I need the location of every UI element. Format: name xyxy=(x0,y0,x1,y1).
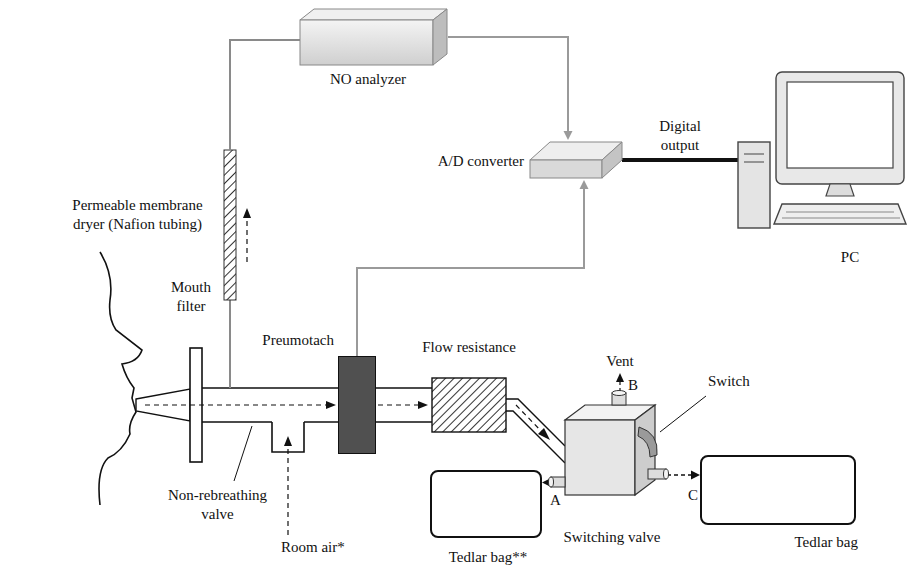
computer-icon xyxy=(738,72,908,232)
part-label: Mouth filter xyxy=(160,278,222,316)
part-label: Non-rebreathing valve xyxy=(160,486,275,524)
room-air-arrow xyxy=(287,445,288,535)
sample-arrow xyxy=(246,217,247,262)
text-holder: PC xyxy=(841,248,859,267)
text-holder: Flow resistance xyxy=(422,338,516,357)
sample-line xyxy=(229,300,231,388)
node-title: NO analyzer xyxy=(330,70,406,89)
sample-line xyxy=(230,40,300,150)
valve-cube xyxy=(560,395,660,495)
bag-node: Tedlar bag xyxy=(700,455,856,525)
text-holder: Switching valve xyxy=(563,528,660,547)
text-holder: A xyxy=(550,491,561,510)
text-holder: Tedlar bag xyxy=(794,533,858,552)
arrow-head xyxy=(564,131,573,140)
node-title: Tedlar bag xyxy=(794,533,858,552)
text-holder: B xyxy=(628,376,638,395)
analyzer-node: NO analyzer xyxy=(300,8,448,66)
converter-box xyxy=(530,140,622,180)
text-holder: Permeable membrane dryer (Nafion tubing) xyxy=(55,196,220,234)
text-holder: C xyxy=(688,486,698,505)
node-title: Switching valve xyxy=(563,528,660,547)
text-holder: NO analyzer xyxy=(330,70,406,89)
port-label: A xyxy=(550,491,561,510)
connector-line xyxy=(357,186,584,356)
text-holder: Vent xyxy=(606,352,634,371)
flow-arrow-head xyxy=(418,401,428,409)
computer-node: PC xyxy=(738,72,908,232)
port-label: C xyxy=(688,486,698,505)
flow-resistance xyxy=(432,378,506,432)
node-title: PC xyxy=(841,248,859,267)
text-holder: Switch xyxy=(708,372,750,391)
part-label: Room air* xyxy=(281,538,345,557)
node-title: A/D converter xyxy=(438,152,524,171)
port-label: B xyxy=(628,376,638,395)
nafion-dryer xyxy=(224,150,236,300)
connector-line xyxy=(622,158,738,162)
node-title: Preumotach xyxy=(262,331,334,350)
arrow-head xyxy=(691,471,700,480)
part-label: Switch xyxy=(708,372,750,391)
node-title: Tedlar bag** xyxy=(449,548,528,567)
analyzer-box xyxy=(300,8,448,66)
leader-line xyxy=(660,396,706,432)
converter-node: A/D converter xyxy=(530,140,622,180)
text-holder: Room air* xyxy=(281,538,345,557)
leader-line xyxy=(234,426,252,481)
text-holder: Preumotach xyxy=(262,331,334,350)
text-holder: Tedlar bag** xyxy=(449,548,528,567)
vent-arrow-head xyxy=(616,373,624,382)
text-holder: Mouth filter xyxy=(160,278,222,316)
port-label: Vent xyxy=(606,352,634,371)
face-profile xyxy=(99,252,142,505)
arrow-head xyxy=(580,180,589,189)
outlet-tube xyxy=(506,399,565,463)
part-label: Permeable membrane dryer (Nafion tubing) xyxy=(55,196,220,234)
pneumotach-node: Preumotach xyxy=(338,356,376,454)
flow-arrow-head xyxy=(326,401,336,409)
text-holder: A/D converter xyxy=(438,152,524,171)
part-label: Flow resistance xyxy=(422,338,516,357)
text-holder: Non-rebreathing valve xyxy=(160,486,275,524)
valve-branch xyxy=(272,422,304,452)
sample-arrow-head xyxy=(243,208,251,218)
edge-label: Digital output xyxy=(649,117,711,155)
flow-arrow-head xyxy=(538,428,550,440)
text-holder: Digital output xyxy=(649,117,711,155)
bag-node: Tedlar bag** xyxy=(430,470,542,538)
room-air-arrow-head xyxy=(284,436,292,446)
valve-node: Switching valve xyxy=(560,395,660,495)
connector-line xyxy=(448,37,568,134)
